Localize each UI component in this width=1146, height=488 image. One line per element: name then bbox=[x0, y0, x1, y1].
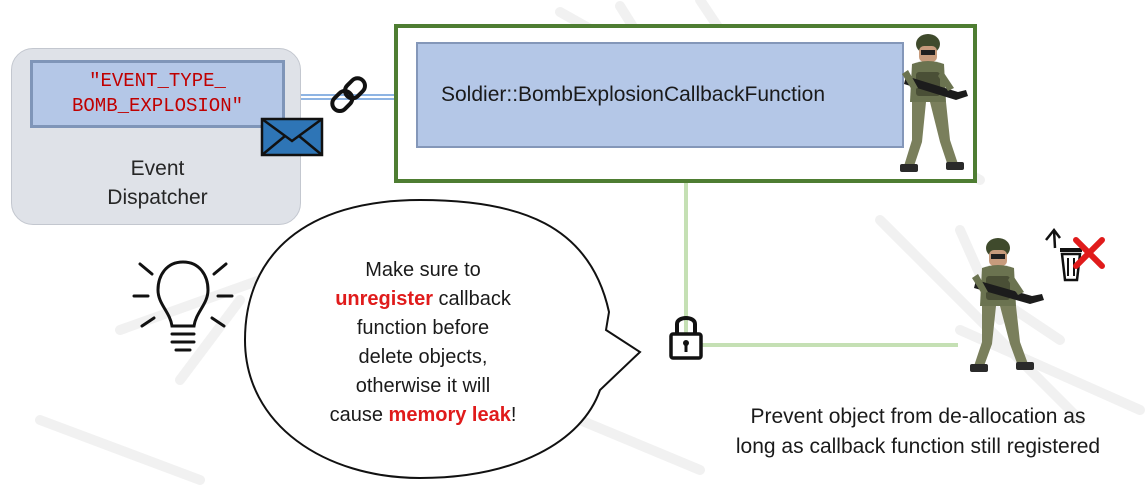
deallocation-caption: Prevent object from de-allocation as lon… bbox=[735, 405, 1101, 458]
padlock-icon bbox=[669, 316, 703, 360]
lightbulb-icon bbox=[132, 260, 234, 352]
event-type-node: "EVENT_TYPE_ BOMB_EXPLOSION" bbox=[30, 60, 285, 128]
trash-delete-icon bbox=[1045, 227, 1105, 282]
memory-leak-highlight: memory leak bbox=[388, 404, 511, 426]
callback-function-node: Soldier::BombExplosionCallbackFunction bbox=[416, 42, 904, 148]
soldier-figure bbox=[900, 34, 968, 172]
tip-text: Make sure to unregister callback functio… bbox=[329, 259, 517, 426]
speech-bubble bbox=[243, 198, 642, 480]
unregister-highlight: unregister bbox=[335, 288, 433, 310]
reference-lines bbox=[684, 183, 958, 347]
envelope-icon bbox=[260, 117, 324, 157]
dispatcher-label: Event Dispatcher bbox=[107, 157, 208, 209]
callback-function-label: Soldier::BombExplosionCallbackFunction bbox=[441, 83, 826, 106]
link-chain-icon bbox=[330, 76, 367, 113]
soldier-figure bbox=[970, 238, 1044, 372]
